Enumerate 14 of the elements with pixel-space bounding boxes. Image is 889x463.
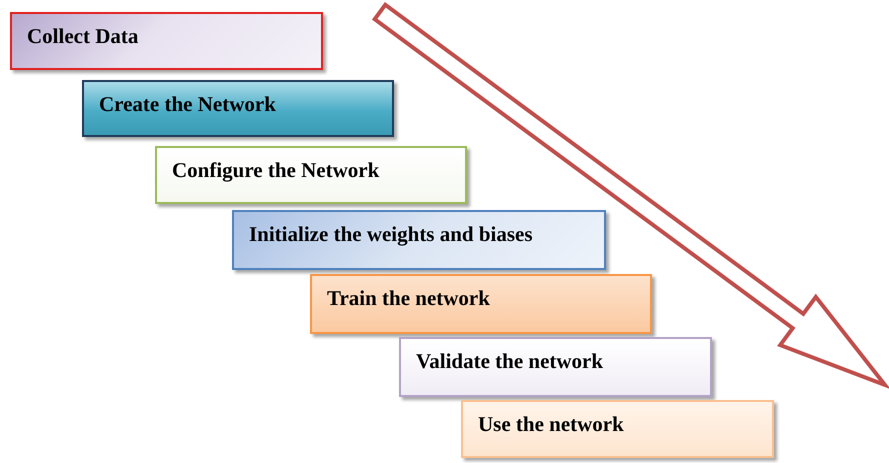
step-label: Validate the network bbox=[416, 349, 604, 374]
step-label: Create the Network bbox=[99, 92, 276, 117]
step-box bbox=[461, 400, 774, 458]
step-box bbox=[82, 80, 394, 137]
step-box bbox=[310, 274, 652, 334]
step-label: Collect Data bbox=[27, 24, 138, 49]
step-box bbox=[155, 146, 467, 204]
step-box bbox=[399, 337, 712, 397]
step-box bbox=[232, 210, 606, 270]
step-label: Use the network bbox=[478, 412, 624, 437]
step-label: Initialize the weights and biases bbox=[249, 222, 533, 247]
step-label: Configure the Network bbox=[172, 158, 380, 183]
step-box bbox=[10, 12, 323, 70]
step-label: Train the network bbox=[327, 286, 490, 311]
